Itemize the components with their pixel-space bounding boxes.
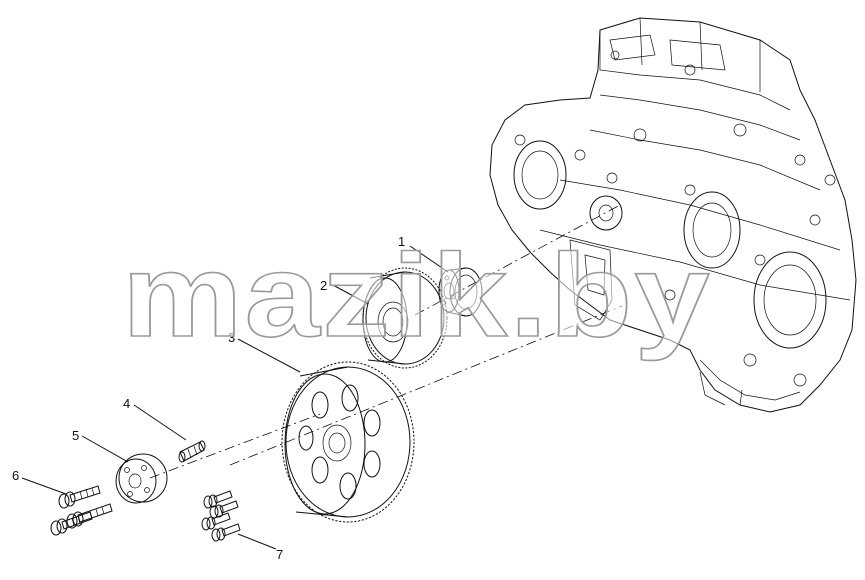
bolt-6a (58, 485, 101, 509)
callout-2: 2 (320, 278, 327, 293)
callout-6: 6 (12, 468, 19, 483)
part-4-pin (178, 440, 206, 463)
callout-3: 3 (228, 330, 235, 345)
watermark-text: mazik.by (122, 230, 712, 362)
bolt-7b (209, 500, 239, 519)
timing-case-housing (489, 17, 857, 413)
callout-5: 5 (72, 428, 79, 443)
part-7-bolts (201, 490, 241, 542)
bolt-6c (50, 511, 93, 536)
callout-7: 7 (276, 547, 283, 562)
bolt-7d (211, 523, 241, 542)
bolt-6b (66, 503, 113, 529)
part-1-hub (438, 267, 483, 317)
part-5-washer (115, 453, 168, 504)
part-3-large-gear (281, 361, 415, 523)
part-6-bolts (50, 485, 113, 536)
callout-1: 1 (398, 234, 405, 249)
bolt-7a (203, 490, 233, 509)
callout-leaders (21, 245, 449, 550)
callout-labels: 1 2 3 4 5 6 7 (12, 234, 405, 562)
bolt-7c (201, 512, 231, 531)
callout-4: 4 (123, 396, 130, 411)
part-2-small-gear (362, 267, 448, 369)
gear-lightening-holes (298, 384, 381, 500)
